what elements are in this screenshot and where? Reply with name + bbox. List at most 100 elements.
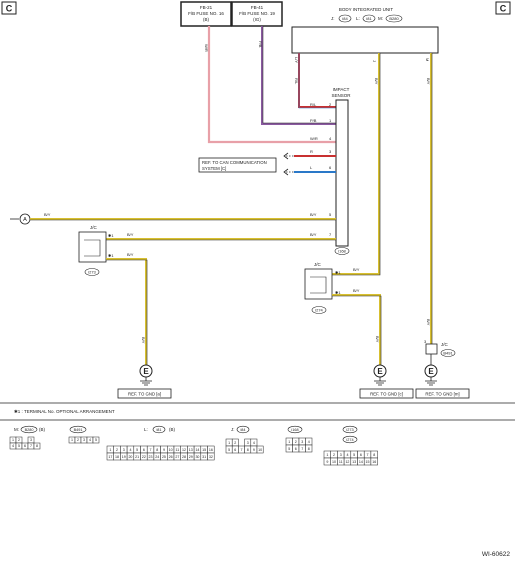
- wire-fuse-2: P/B: [258, 26, 336, 125]
- conn-l-pin: 25: [162, 455, 166, 459]
- conn-l-pin: 28: [182, 455, 186, 459]
- conn-l-pin: 4: [129, 448, 131, 452]
- wire-jc2-ground: B/Y B/Y: [332, 288, 382, 365]
- body-integrated-unit: BODY INTEGRATED UNIT J: i84 L: i81 M: B2…: [291, 7, 439, 54]
- conn-b491-pin: 3: [83, 438, 85, 442]
- pin-m3: 3: [424, 339, 427, 344]
- wire-label-r: R: [310, 149, 313, 154]
- conn-i273-cell: [370, 457, 378, 466]
- conn-i168-pin: 4: [308, 440, 310, 444]
- wire-pin-7: B/Y 7 B/Y: [106, 232, 336, 241]
- body-unit-m-prefix: M:: [378, 16, 383, 21]
- corner-marker-right: C: [495, 1, 511, 15]
- wire-label-wr: W/R: [310, 136, 318, 141]
- can-ref-line-2: SYSTEM [C]: [202, 166, 226, 171]
- conn-j-cell: [256, 445, 264, 454]
- body-unit-title: BODY INTEGRATED UNIT: [339, 7, 394, 12]
- conn-i273-pin: 13: [352, 460, 356, 464]
- conn-l-pin: 29: [189, 455, 193, 459]
- pin-6: 6: [329, 165, 332, 170]
- conn-i273-name: i273: [346, 428, 353, 432]
- conn-j-name: i84: [240, 428, 245, 432]
- body-unit-l-conn: i81: [366, 16, 372, 21]
- jc3-conn: B491: [443, 351, 453, 356]
- conn-i273-name-oval: [342, 425, 358, 434]
- pin-7: 7: [329, 232, 332, 237]
- conn-l-prefix: L:: [144, 427, 148, 432]
- corner-label-right: C: [500, 4, 507, 14]
- conn-m-pin: 1: [12, 438, 14, 442]
- conn-l-pin: 3: [123, 448, 125, 452]
- footnote: ✱1 : TERMINAL No. OPTIONAL ARRANGEMENT: [14, 409, 115, 414]
- conn-m-suffix: (B): [39, 427, 46, 432]
- body-unit-l-prefix: L:: [356, 16, 360, 21]
- fuse-2-type: (IG): [253, 17, 261, 22]
- conn-j-pin: 5: [228, 448, 230, 452]
- conn-i273-pin: 9: [326, 460, 328, 464]
- conn-l-name-oval: [152, 425, 166, 434]
- conn-l-pin: 32: [209, 455, 213, 459]
- ground-2-symbol: E: [377, 367, 383, 376]
- conn-l-pin: 22: [142, 455, 146, 459]
- conn-i273-pin: 6: [360, 453, 362, 457]
- ground-3-ref[interactable]: REF. TO GND [m]: [415, 388, 470, 399]
- conn-l-pin: 24: [155, 455, 159, 459]
- ground-2-ref[interactable]: REF. TO GND [c]: [359, 388, 414, 399]
- conn-i168-name-oval: [287, 425, 303, 434]
- conn-l-pin: 26: [169, 455, 173, 459]
- conn-l-pin: 7: [150, 448, 152, 452]
- ground-3-symbol: E: [428, 367, 434, 376]
- wire-label-by5: B/Y: [310, 212, 317, 217]
- wire-j: B/Y B/Y: [332, 53, 381, 276]
- fuse-1-type: (B): [203, 17, 210, 22]
- conn-i273-pin: 4: [346, 453, 348, 457]
- pin-3: 3: [329, 149, 332, 154]
- page-id: WI-60622: [482, 551, 511, 558]
- wire-label-rl-vert: R/L: [294, 78, 299, 85]
- corner-marker-left: C: [1, 1, 17, 15]
- can-reference[interactable]: REF. TO CAN COMMUNICATION SYSTEM [C]: [198, 157, 277, 173]
- conn-i273-pin: 2: [333, 453, 335, 457]
- conn-m-pin: 5: [18, 444, 20, 448]
- conn-l-pin: 16: [209, 448, 213, 452]
- conn-i273-pin: 7: [367, 453, 369, 457]
- wire-label-wr-fuse: W/R: [204, 44, 209, 52]
- conn-i274-name-oval: [342, 435, 358, 444]
- jc2-star-1: ✱1: [335, 270, 341, 275]
- conn-i273-pin: 10: [332, 460, 336, 464]
- conn-i168-pin: 7: [301, 447, 303, 451]
- conn-i273-pin: 14: [359, 460, 363, 464]
- impact-sensor-conn: i168: [338, 249, 346, 254]
- fuse-1-name: F/B FUSE NO. 16: [188, 11, 224, 16]
- conn-l-pin: 14: [195, 448, 199, 452]
- conn-l-pin: 15: [202, 448, 206, 452]
- conn-l-pin: 20: [128, 455, 132, 459]
- joint-connector-2: J/C ✱1 ✱1 i274: [304, 262, 341, 314]
- pin-m: M: [425, 58, 430, 61]
- wire-m: B/Y B/Y: [426, 53, 433, 344]
- wire-label-m-by: B/Y: [426, 78, 431, 85]
- conn-i273-pin: 11: [339, 460, 343, 464]
- conn-m-pin: 4: [12, 444, 14, 448]
- conn-i274-name: i274: [346, 438, 353, 442]
- conn-l-pin: 12: [182, 448, 186, 452]
- pin-1: 1: [329, 118, 332, 123]
- fuse-box-2: FB-41 F/B FUSE NO. 19 (IG): [231, 1, 283, 27]
- connector-a: A B/Y B/Y 5: [10, 212, 336, 225]
- conn-i168-pin: 5: [288, 447, 290, 451]
- conn-l-pin: 10: [169, 448, 173, 452]
- ground-1: E REF. TO GND [a]: [117, 364, 172, 399]
- wire-label-rl: R/L: [310, 102, 317, 107]
- conn-l-pin: 17: [108, 455, 112, 459]
- conn-l-pin: 21: [135, 455, 139, 459]
- can-ref-line-1: REF. TO CAN COMMUNICATION: [202, 160, 267, 165]
- conn-i168-pin: 1: [288, 440, 290, 444]
- ground-1-ref[interactable]: REF. TO GND [a]: [117, 388, 172, 399]
- conn-l-pin: 2: [116, 448, 118, 452]
- conn-l-cell: [207, 452, 215, 461]
- ground-1-ref-label: REF. TO GND [a]: [128, 392, 161, 397]
- ground-2-ref-label: REF. TO GND [c]: [370, 392, 403, 397]
- impact-sensor: IMPACT SENSOR i168: [331, 87, 351, 255]
- wire-label-by-a: B/Y: [44, 212, 51, 217]
- conn-b491-pin: 2: [77, 438, 79, 442]
